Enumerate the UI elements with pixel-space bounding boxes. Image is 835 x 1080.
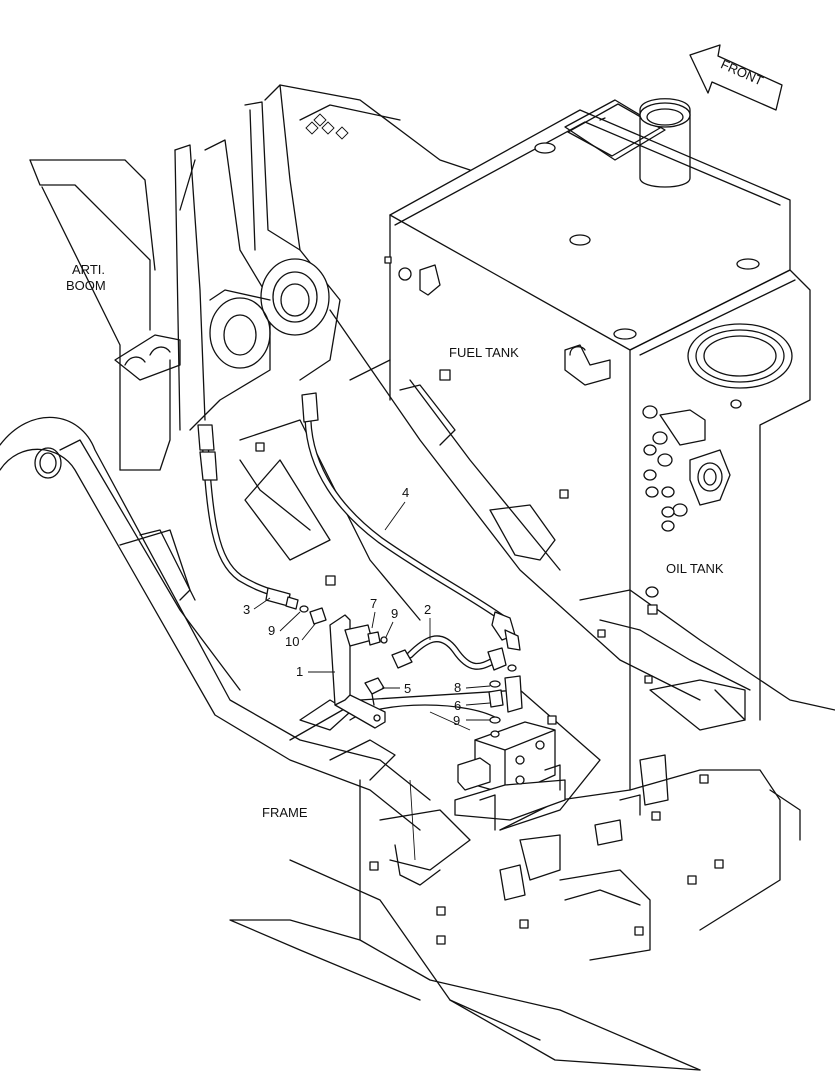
arti-boom-label-line1: ARTI. xyxy=(72,262,105,277)
callout-number: 5 xyxy=(404,681,411,696)
callout-4: 4 xyxy=(384,485,409,531)
callout-6: 6 xyxy=(454,698,491,713)
callout-9-left: 9 xyxy=(268,611,301,638)
callout-number: 7 xyxy=(370,596,377,611)
frame-label: FRAME xyxy=(262,805,308,820)
callout-8: 8 xyxy=(454,680,491,695)
callout-number: 9 xyxy=(391,606,398,621)
callout-number: 9 xyxy=(453,713,460,728)
hose-4 xyxy=(301,392,521,651)
hardware-nuts xyxy=(255,256,724,945)
callout-7: 7 xyxy=(370,596,377,629)
callout-number: 1 xyxy=(296,664,303,679)
callout-2: 2 xyxy=(424,602,431,640)
callout-number: 6 xyxy=(454,698,461,713)
hose-3 xyxy=(197,424,299,610)
bracket-1 xyxy=(329,614,386,729)
oil-tank-label: OIL TANK xyxy=(666,561,724,576)
callout-9-lower: 9 xyxy=(453,713,490,728)
callout-9-upper: 9 xyxy=(385,606,398,638)
hose-2 xyxy=(391,635,507,671)
callout-number: 9 xyxy=(268,623,275,638)
fittings xyxy=(299,605,523,738)
frame-structure xyxy=(0,309,835,1071)
valve-block xyxy=(454,715,566,831)
front-direction-arrow: FRONT xyxy=(689,44,783,111)
fuel-tank-label: FUEL TANK xyxy=(449,345,519,360)
articulated-boom xyxy=(29,84,471,471)
fuel-tank xyxy=(389,98,791,791)
callout-3: 3 xyxy=(243,597,271,617)
callout-number: 10 xyxy=(285,634,299,649)
callout-10: 10 xyxy=(285,623,316,649)
arti-boom-label-line2: BOOM xyxy=(66,278,106,293)
callout-number: 3 xyxy=(243,602,250,617)
callout-5: 5 xyxy=(382,681,411,696)
oil-tank xyxy=(629,269,811,721)
callout-1: 1 xyxy=(296,664,335,679)
callout-number: 4 xyxy=(402,485,409,500)
callout-number: 2 xyxy=(424,602,431,617)
callout-number: 8 xyxy=(454,680,461,695)
